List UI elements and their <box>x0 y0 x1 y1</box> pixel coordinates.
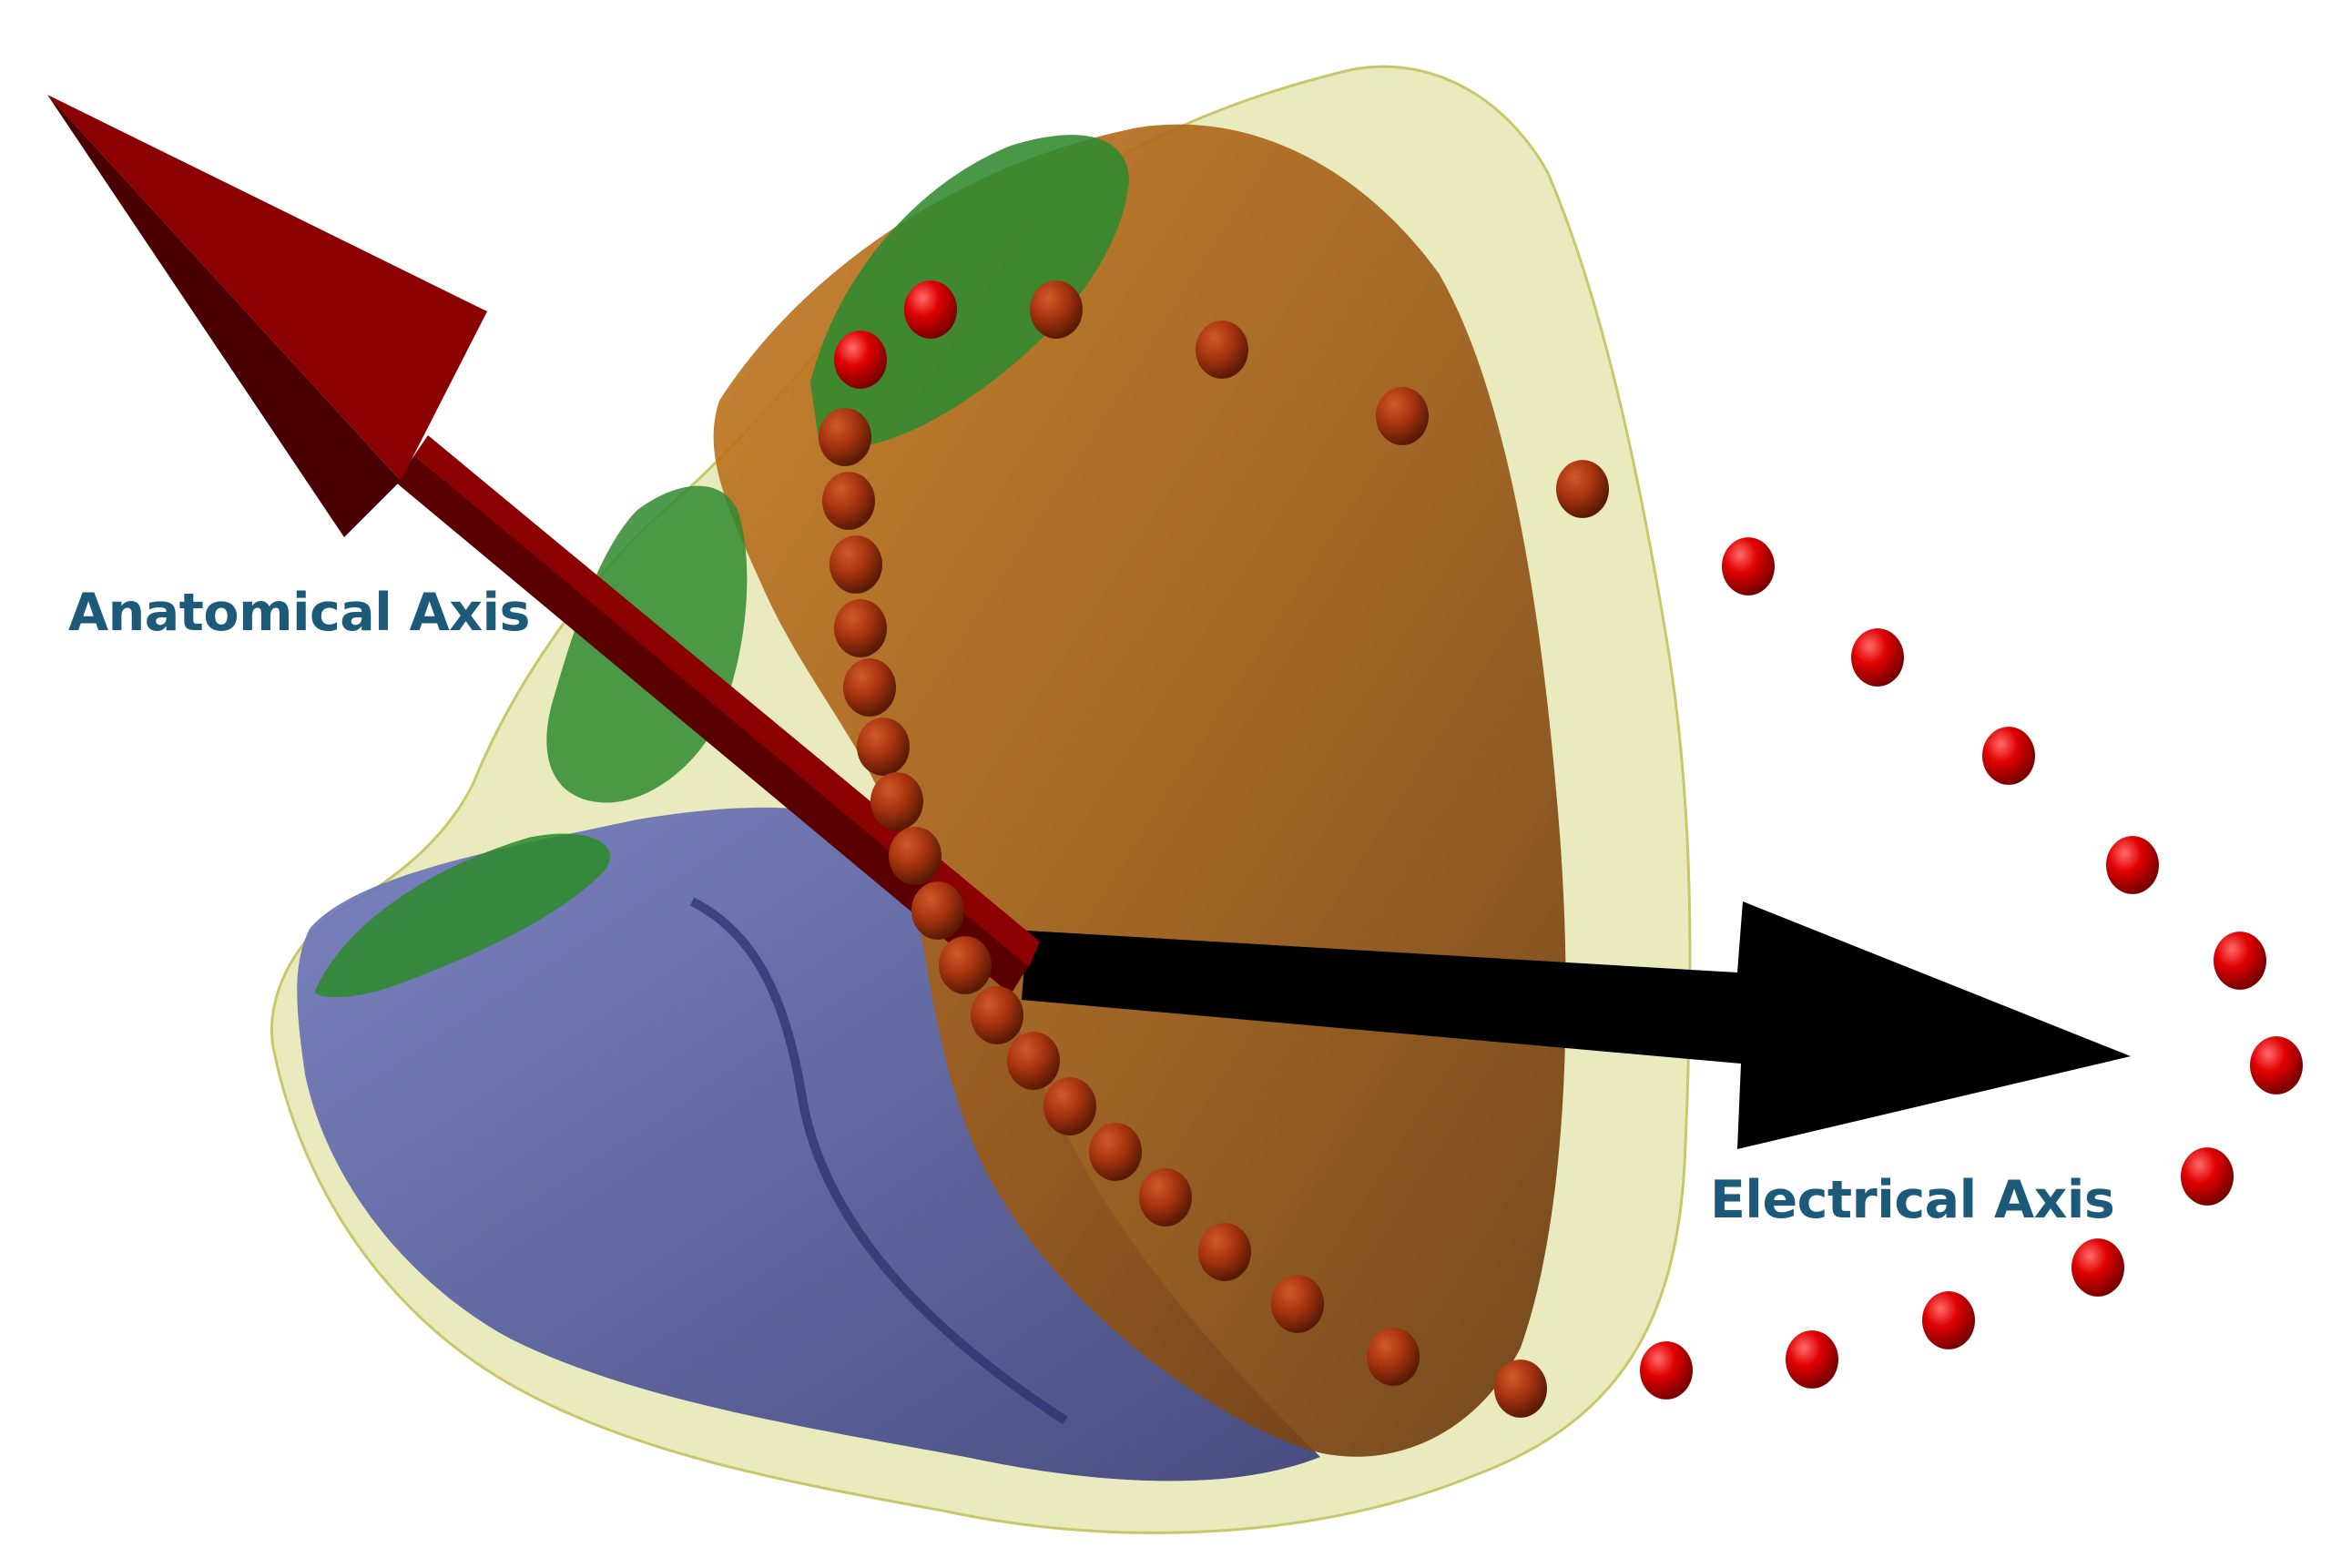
electrode-chain-8 <box>889 827 942 885</box>
electrode-group <box>819 280 2303 1418</box>
electrical-axis-arrow <box>1022 901 2131 1149</box>
electrode-top-5 <box>1376 387 1429 445</box>
electrode-outer-7 <box>2181 1147 2234 1206</box>
electrode-chain-10 <box>939 936 992 994</box>
electrode-chain-1 <box>819 408 871 466</box>
electrode-outer-4 <box>2106 836 2159 894</box>
electrode-chain-4 <box>834 599 887 657</box>
electrode-top-1 <box>904 280 957 339</box>
right-ventricle <box>297 807 1320 1481</box>
electrode-chain-12 <box>1007 1032 1060 1090</box>
electrode-chain-18 <box>1367 1328 1420 1386</box>
anatomical-axis-label: Anatomical Axis <box>68 583 530 643</box>
electrode-top-3 <box>1030 280 1083 339</box>
electrode-outer-2 <box>1851 628 1904 687</box>
right-atrium-lower <box>314 833 611 998</box>
electrode-top-4 <box>1196 321 1248 379</box>
electrode-outer-9 <box>1922 1291 1975 1349</box>
electrode-chain-6 <box>857 718 910 776</box>
electrode-outer-8 <box>2071 1238 2124 1297</box>
electrode-chain-7 <box>870 772 923 830</box>
electrode-chain-5 <box>843 658 896 717</box>
anatomical-axis-arrow-shaft <box>414 435 1040 967</box>
electrode-outer-11 <box>1640 1341 1693 1400</box>
electrode-outer-5 <box>2214 932 2266 990</box>
electrode-chain-9 <box>911 881 964 940</box>
electrode-chain-17 <box>1271 1275 1324 1333</box>
electrode-top-6 <box>1556 460 1609 518</box>
septum-fold <box>689 897 1068 1425</box>
electrode-chain-15 <box>1139 1168 1192 1227</box>
anatomical-axis-arrow-head-side <box>47 95 401 537</box>
electrode-outer-1 <box>1722 537 1775 596</box>
anatomical-axis-arrow-shaft-side <box>396 455 1029 994</box>
anatomical-axis-arrow-head <box>47 95 487 481</box>
left-atrium <box>810 135 1129 449</box>
electrode-chain-3 <box>830 535 882 594</box>
electrical-axis-label: Electrical Axis <box>1710 1170 2115 1230</box>
left-ventricle <box>713 124 1566 1457</box>
electrode-chain-19 <box>1494 1359 1547 1418</box>
electrode-outer-6 <box>2250 1036 2303 1095</box>
electrode-chain-2 <box>822 472 875 530</box>
electrode-outer-10 <box>1786 1330 1838 1389</box>
electrode-chain-11 <box>971 986 1023 1044</box>
electrode-chain-14 <box>1089 1123 1142 1181</box>
electrode-chain-13 <box>1043 1077 1096 1135</box>
electrode-chain-16 <box>1198 1223 1251 1281</box>
electrode-top-2 <box>834 331 887 389</box>
electrode-outer-3 <box>1982 727 2035 785</box>
